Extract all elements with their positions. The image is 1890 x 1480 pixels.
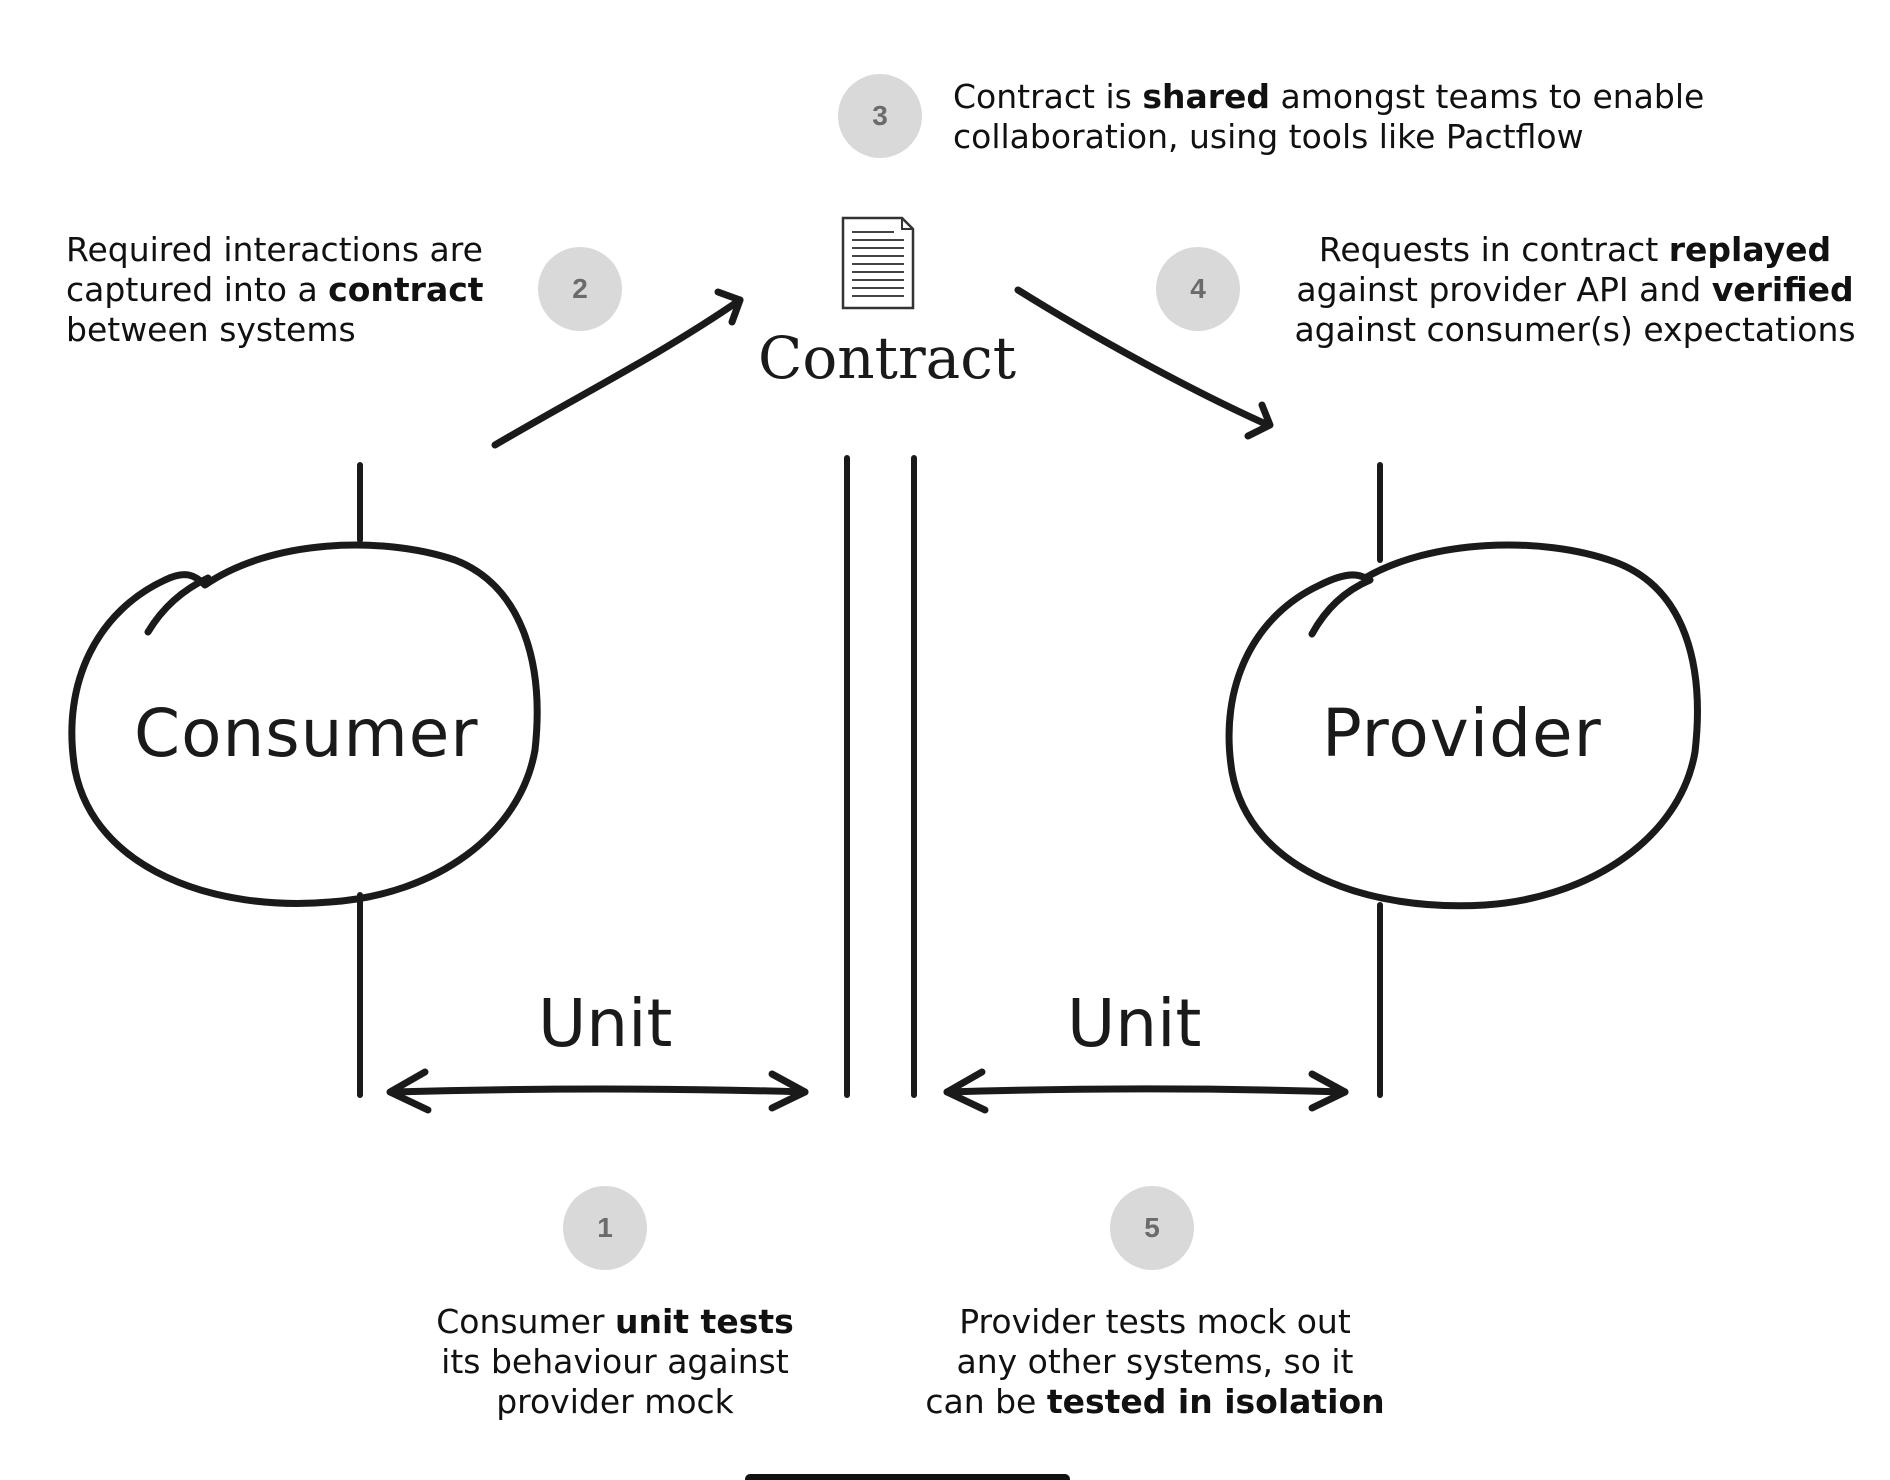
step-badge-5: 5 xyxy=(1110,1186,1194,1270)
unit-label-left: Unit xyxy=(538,985,673,1062)
arrow-to-provider-head xyxy=(1244,401,1274,440)
arrow-to-contract xyxy=(491,296,744,449)
step-badge-4: 4 xyxy=(1156,247,1240,331)
arrow-to-contract-head xyxy=(714,288,744,326)
unit-label-right: Unit xyxy=(1067,985,1202,1062)
provider-circle xyxy=(1225,541,1701,910)
annotation-bold: contract xyxy=(328,270,484,309)
annotation-text: Provider tests mock out xyxy=(959,1302,1351,1341)
document-icon xyxy=(841,216,915,310)
step-badge-3: 3 xyxy=(838,74,922,158)
annotation-bold: unit tests xyxy=(614,1302,794,1341)
annotation-text: Required interactions are xyxy=(66,230,483,269)
step-badge-2: 2 xyxy=(538,247,622,331)
consumer-circle xyxy=(68,541,541,907)
unit-arrow-left xyxy=(388,1085,809,1096)
unit-arrow-left-head-b xyxy=(768,1070,809,1112)
annotation-text: captured into a xyxy=(66,270,329,309)
unit-arrow-left-head-a xyxy=(386,1068,432,1114)
unit-arrow-right-head-a xyxy=(943,1068,989,1114)
annotation-step-5: Provider tests mock out any other system… xyxy=(920,1302,1390,1422)
annotation-step-1: Consumer unit tests its behaviour agains… xyxy=(400,1302,830,1422)
annotation-text: against provider API and xyxy=(1296,270,1712,309)
consumer-circle-tail xyxy=(144,574,212,636)
bottom-scroll-indicator xyxy=(745,1474,1070,1480)
annotation-text: against consumer(s) expectations xyxy=(1294,310,1856,349)
annotation-text: can be xyxy=(925,1382,1047,1421)
annotation-step-2: Required interactions are captured into … xyxy=(66,230,506,350)
annotation-text: provider mock xyxy=(496,1382,734,1421)
annotation-step-4: Requests in contract replayed against pr… xyxy=(1270,230,1880,350)
annotation-step-3: Contract is shared amongst teams to enab… xyxy=(953,77,1773,157)
unit-arrow-right xyxy=(943,1085,1349,1096)
contract-label: Contract xyxy=(758,324,1017,392)
annotation-text: any other systems, so it xyxy=(956,1342,1354,1381)
annotation-text: between systems xyxy=(66,310,356,349)
provider-circle-tail xyxy=(1308,576,1374,638)
consumer-label: Consumer xyxy=(134,695,479,772)
annotation-bold: tested in isolation xyxy=(1046,1382,1385,1421)
provider-label: Provider xyxy=(1322,695,1602,772)
annotation-bold: replayed xyxy=(1668,230,1832,269)
annotation-text: Consumer xyxy=(436,1302,615,1341)
unit-arrow-right-head-b xyxy=(1308,1070,1349,1112)
annotation-text: Contract is xyxy=(953,77,1143,116)
annotation-text: amongst teams to enable xyxy=(1270,77,1705,116)
annotation-bold: shared xyxy=(1142,77,1270,116)
annotation-bold: verified xyxy=(1711,270,1854,309)
arrow-to-provider xyxy=(1014,286,1272,429)
annotation-text: its behaviour against xyxy=(441,1342,789,1381)
annotation-text: Requests in contract xyxy=(1318,230,1669,269)
step-badge-1: 1 xyxy=(563,1186,647,1270)
annotation-text: collaboration, using tools like Pactflow xyxy=(953,117,1584,156)
